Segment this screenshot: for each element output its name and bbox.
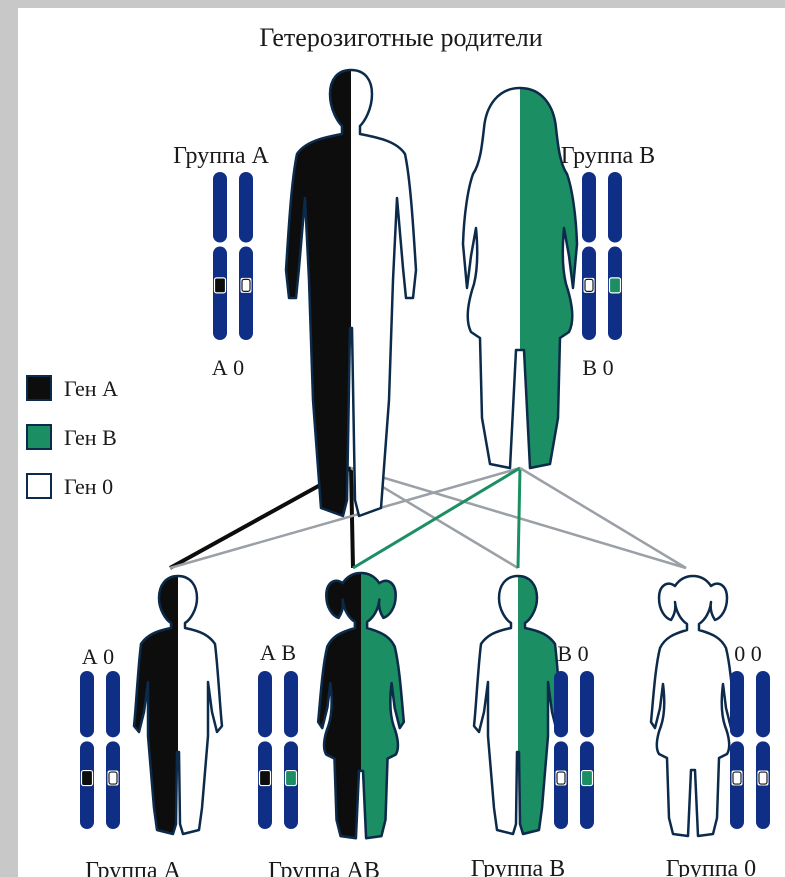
allele-label: А 0 <box>212 355 244 380</box>
chromosome-pair <box>258 671 298 829</box>
chromosome-pair <box>582 172 622 340</box>
inheritance-line <box>351 468 353 568</box>
legend-item: Ген 0 <box>27 474 113 499</box>
legend-label: Ген А <box>64 376 118 401</box>
blood-group-label: Группа В <box>561 143 655 169</box>
parent-father-figure <box>286 70 416 516</box>
diagram-title: Гетерозиготные родители <box>259 23 542 52</box>
inheritance-lines <box>170 468 686 568</box>
chromosome-pair <box>730 671 770 829</box>
legend-label: Ген В <box>64 425 117 450</box>
legend-swatch <box>27 425 51 449</box>
legend-swatch <box>27 376 51 400</box>
inheritance-line <box>520 468 686 568</box>
legend: Ген А Ген В Ген 0 <box>27 376 118 499</box>
allele-label: 0 0 <box>734 641 762 666</box>
child-figure <box>134 576 222 834</box>
chromosome-pair <box>80 671 120 829</box>
chromosome-pair <box>554 671 594 829</box>
diagram-frame: Гетерозиготные родители Группа А А 0 Групп… <box>18 8 785 877</box>
child-figure <box>651 576 735 836</box>
allele-label: А 0 <box>82 644 114 669</box>
legend-item: Ген В <box>27 425 117 450</box>
allele-label: А В <box>260 640 296 665</box>
blood-group-label: Группа В <box>471 856 565 877</box>
chromosome-pair <box>213 172 253 340</box>
legend-label: Ген 0 <box>64 474 113 499</box>
inheritance-diagram: Гетерозиготные родители Группа А А 0 Групп… <box>18 8 785 877</box>
allele-label: В 0 <box>557 641 588 666</box>
blood-group-label: Группа АВ <box>268 858 380 877</box>
blood-group-label: Группа А <box>85 858 181 877</box>
inheritance-line <box>518 468 520 568</box>
child-figure <box>474 576 562 834</box>
allele-label: В 0 <box>582 355 613 380</box>
legend-item: Ген А <box>27 376 118 401</box>
blood-group-label: Группа А <box>173 143 269 169</box>
legend-swatch <box>27 474 51 498</box>
blood-group-label: Группа 0 <box>666 856 756 877</box>
child-figure <box>318 573 404 838</box>
